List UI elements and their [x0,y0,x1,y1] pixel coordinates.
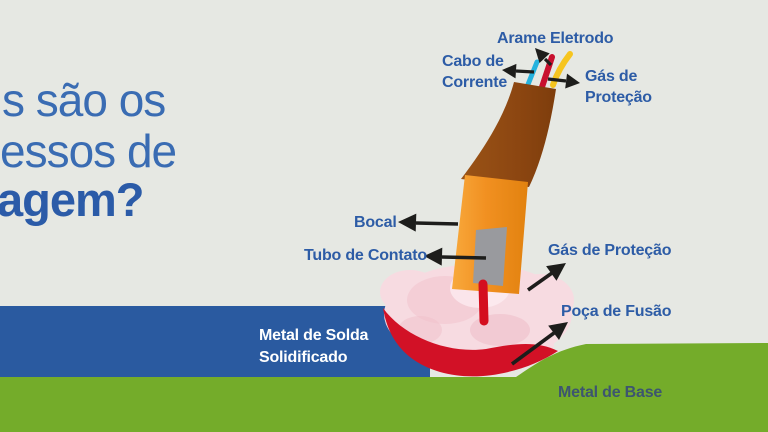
label-cabo-de-corrente: Cabo de Corrente [442,51,507,93]
arrow-gas-de-protecao-top [547,73,580,89]
title-line-2: essos de [0,125,177,177]
label-bocal: Bocal [354,214,397,231]
label-poca-de-fusao: Poça de Fusão [561,303,672,320]
weld-pool [383,308,558,377]
wire-red-electrode-feed [539,54,555,90]
wire-yellow [550,51,573,88]
annotation-arrows [398,48,580,366]
title-line-1: s são os [2,74,166,126]
arrow-poca-de-fusao [510,322,568,366]
label-cabo-de-corrente-line1: Cabo de [442,53,504,70]
label-gas-de-protecao-bottom: Gás de Proteção [548,242,672,259]
label-cabo-de-corrente-line2: Corrente [442,74,508,91]
arrow-bocal [398,213,459,232]
label-metal-de-solda: Metal de Solda Solidificado [259,325,368,369]
label-gas-de-protecao-top-line1: Gás de [585,68,638,85]
label-gas-de-protecao-top-line2: Proteção [585,89,652,106]
electrode-wire [478,279,489,326]
arrow-arame-eletrodo [535,48,553,67]
label-metal-de-solda-line2: Solidificado [259,349,348,366]
torch-cable [461,82,556,187]
label-gas-de-protecao-top: Gás de Proteção [585,66,652,108]
base-metal-lower [0,377,768,432]
arrow-gas-de-protecao-bottom [526,263,566,292]
wire-cyan [524,59,540,90]
arrow-cabo-de-corrente [502,63,535,79]
label-metal-de-base: Metal de Base [558,384,663,401]
weld-bead-bar [0,306,430,377]
label-metal-de-solda-line1: Metal de Solda [259,327,369,344]
label-arame-eletrodo: Arame Eletrodo [497,30,614,47]
base-metal-surface-right [516,343,768,377]
contact-tube [473,227,507,286]
title-line-3: agem? [0,173,144,226]
label-tubo-de-contato: Tubo de Contato [304,247,427,264]
arrow-tubo-de-contato [424,247,487,266]
